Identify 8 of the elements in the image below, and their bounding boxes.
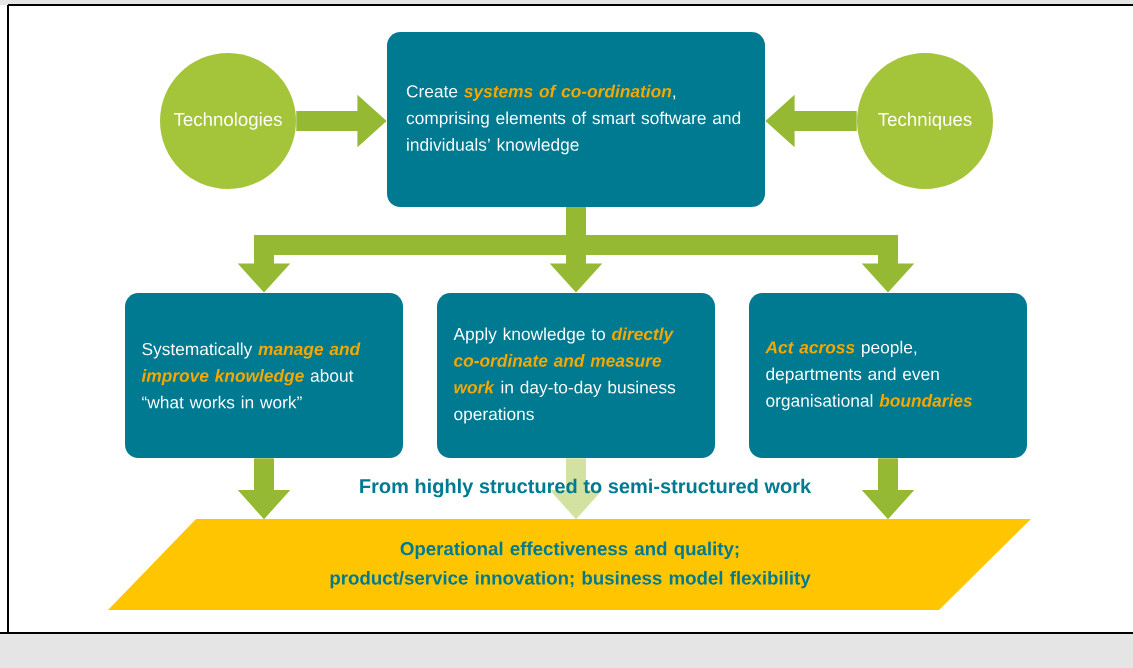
circle-node: Techniques	[857, 53, 993, 189]
outcome-band: Operational effectiveness and quality; product/service innovation; business model flexibility	[108, 519, 1031, 610]
process-box: Apply knowledge to directly co-ordinate and measure work in day-to-day business operations	[437, 293, 715, 458]
process-box: Systematically manage and improve knowledge about “what works in work”	[125, 293, 403, 458]
process-box: Act across people, departments and even organisational boundaries	[749, 293, 1027, 458]
process-box: Create systems of co-ordination, comprising elements of smart software and individuals’ knowledge	[387, 32, 765, 207]
circle-node: Technologies	[160, 53, 296, 189]
caption-text: From highly structured to semi-structured work	[360, 478, 812, 498]
